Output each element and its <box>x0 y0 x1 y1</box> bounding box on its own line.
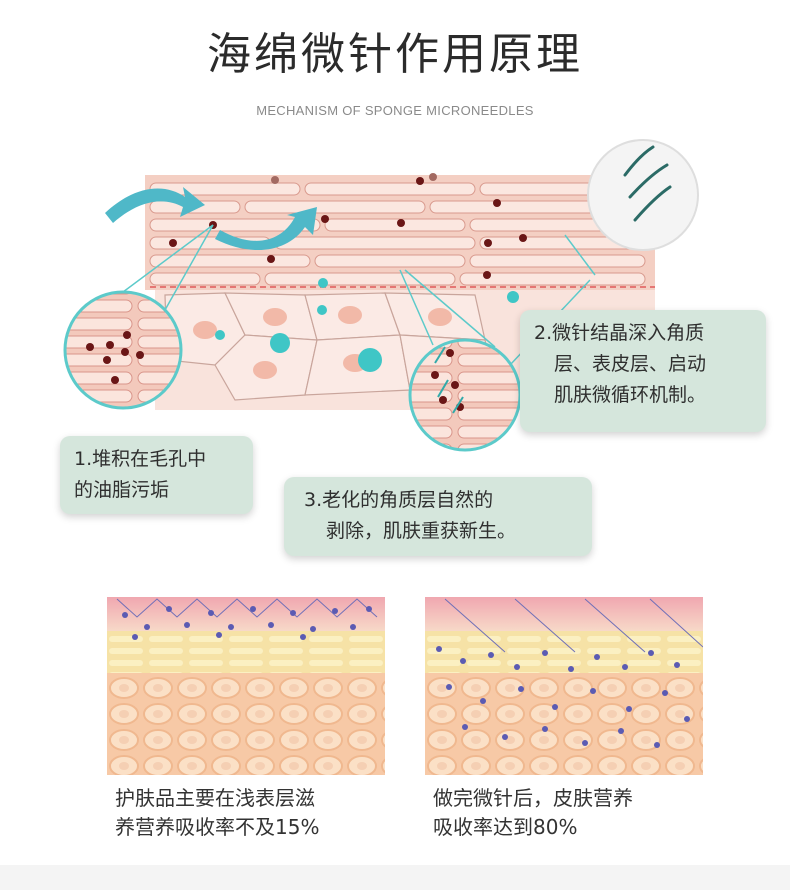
step2-note: 2.微针结晶深入角质 层、表皮层、启动 肌肤微循环机制。 <box>520 310 766 432</box>
page-subtitle: MECHANISM OF SPONGE MICRONEEDLES <box>256 103 534 118</box>
zoom-circle-needles <box>564 139 699 276</box>
skin-before-diagram <box>107 597 385 775</box>
skin-after-diagram <box>425 597 703 775</box>
zoom-circle-microneedle <box>399 269 591 452</box>
after-caption-line-2: 吸收率达到80% <box>433 815 578 839</box>
flow-arrows <box>105 187 317 251</box>
after-caption: 做完微针后，皮肤营养 吸收率达到80% <box>433 784 633 842</box>
step2-line-3: 肌肤微循环机制。 <box>554 384 707 406</box>
step1-note: 1.堆积在毛孔中 的油脂污垢 <box>60 436 253 514</box>
pore-dirt-particles <box>169 173 527 279</box>
step2-line-1: 2.微针结晶深入角质 <box>534 322 705 344</box>
page-title: 海绵微针作用原理 <box>207 29 583 80</box>
step1-line-2: 的油脂污垢 <box>74 479 170 501</box>
step3-line-1: 3.老化的角质层自然的 <box>304 489 494 511</box>
zoom-circle-pore <box>63 224 214 410</box>
after-caption-line-1: 做完微针后，皮肤营养 <box>433 786 633 810</box>
step2-line-2: 层、表皮层、启动 <box>554 353 707 375</box>
step1-line-1: 1.堆积在毛孔中 <box>74 448 207 470</box>
before-caption-line-2: 养营养吸收率不及15% <box>115 815 320 839</box>
before-caption-line-1: 护肤品主要在浅表层滋 <box>115 786 315 810</box>
before-caption: 护肤品主要在浅表层滋 养营养吸收率不及15% <box>115 784 319 842</box>
footer-band <box>0 865 790 890</box>
step3-line-2: 剥除，肌肤重获新生。 <box>326 520 517 542</box>
step3-note: 3.老化的角质层自然的 剥除，肌肤重获新生。 <box>284 477 592 556</box>
